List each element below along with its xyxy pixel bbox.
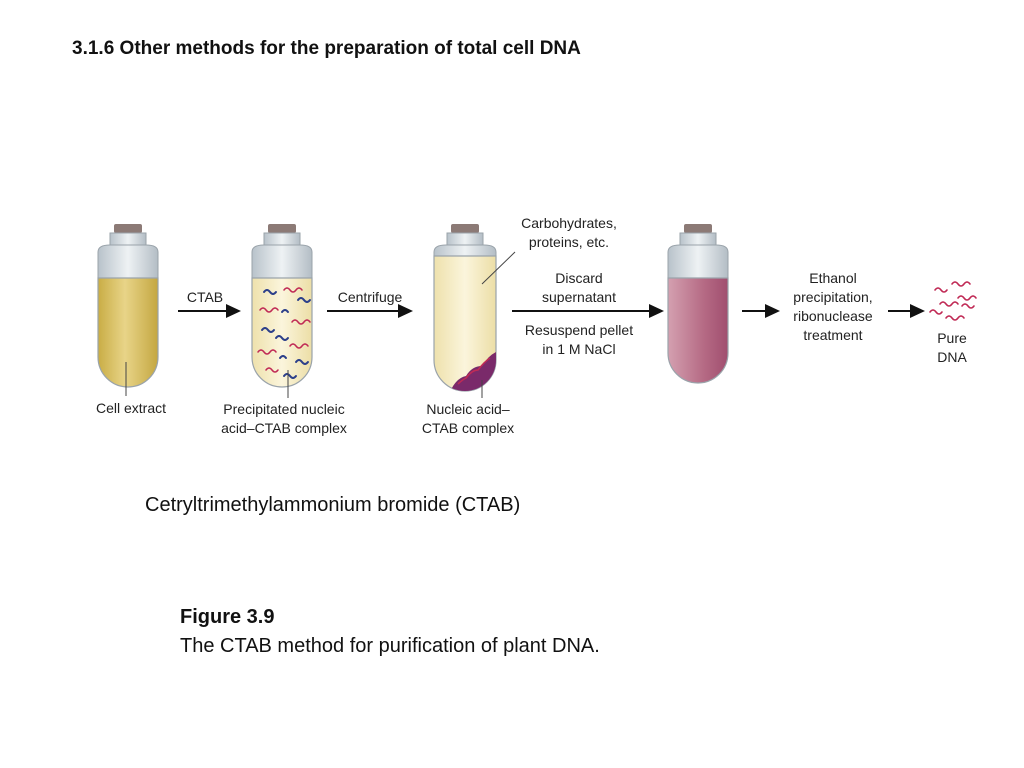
label-nucleic-acid-complex: Nucleic acid–CTAB complex [422,401,514,436]
tube-neck [679,232,717,246]
tube-cap [684,224,712,233]
tube-body [667,277,729,384]
arrow-ctab [178,304,241,318]
label-carbohydrates-proteins: Carbohydrates,proteins, etc. [521,215,617,250]
tube-shoulder [251,244,313,279]
tube-shoulder [433,244,497,257]
tube-cap [451,224,479,233]
tube-resuspended [667,224,729,384]
tube-shoulder [97,244,159,279]
figure-caption: Figure 3.9 The CTAB method for purificat… [180,603,600,661]
arrow-pure [888,304,925,318]
flow-arrows [178,304,925,318]
dna-fragments [257,287,311,379]
tube-cap [114,224,142,233]
page-heading: 3.1.6 Other methods for the preparation … [72,38,581,59]
tube-cell-extract [97,224,159,388]
label-step-ctab: CTAB [187,289,223,305]
label-step-centrifuge: Centrifuge [338,289,403,305]
label-cell-extract: Cell extract [96,400,166,416]
tube-neck [263,232,301,246]
tube-neck [446,232,484,246]
figure-number: Figure 3.9 [180,606,275,628]
tube-cap [268,224,296,233]
figure-caption-text: The CTAB method for purification of plan… [180,635,600,657]
arrow-ethanol [742,304,780,318]
leader-lines [125,251,516,398]
pellet-edge [457,357,491,385]
ctab-definition: Cetryltrimethylammonium bromide (CTAB) [145,494,521,516]
tube-body [97,277,159,388]
arrow-discard [512,304,664,318]
tube-body [251,277,313,388]
tube-shoulder [667,244,729,279]
tube-neck [109,232,147,246]
pure-dna-fragments [929,281,977,321]
arrow-centrifuge [327,304,413,318]
tube-centrifuged [433,224,497,392]
tube-ctab [251,224,313,388]
